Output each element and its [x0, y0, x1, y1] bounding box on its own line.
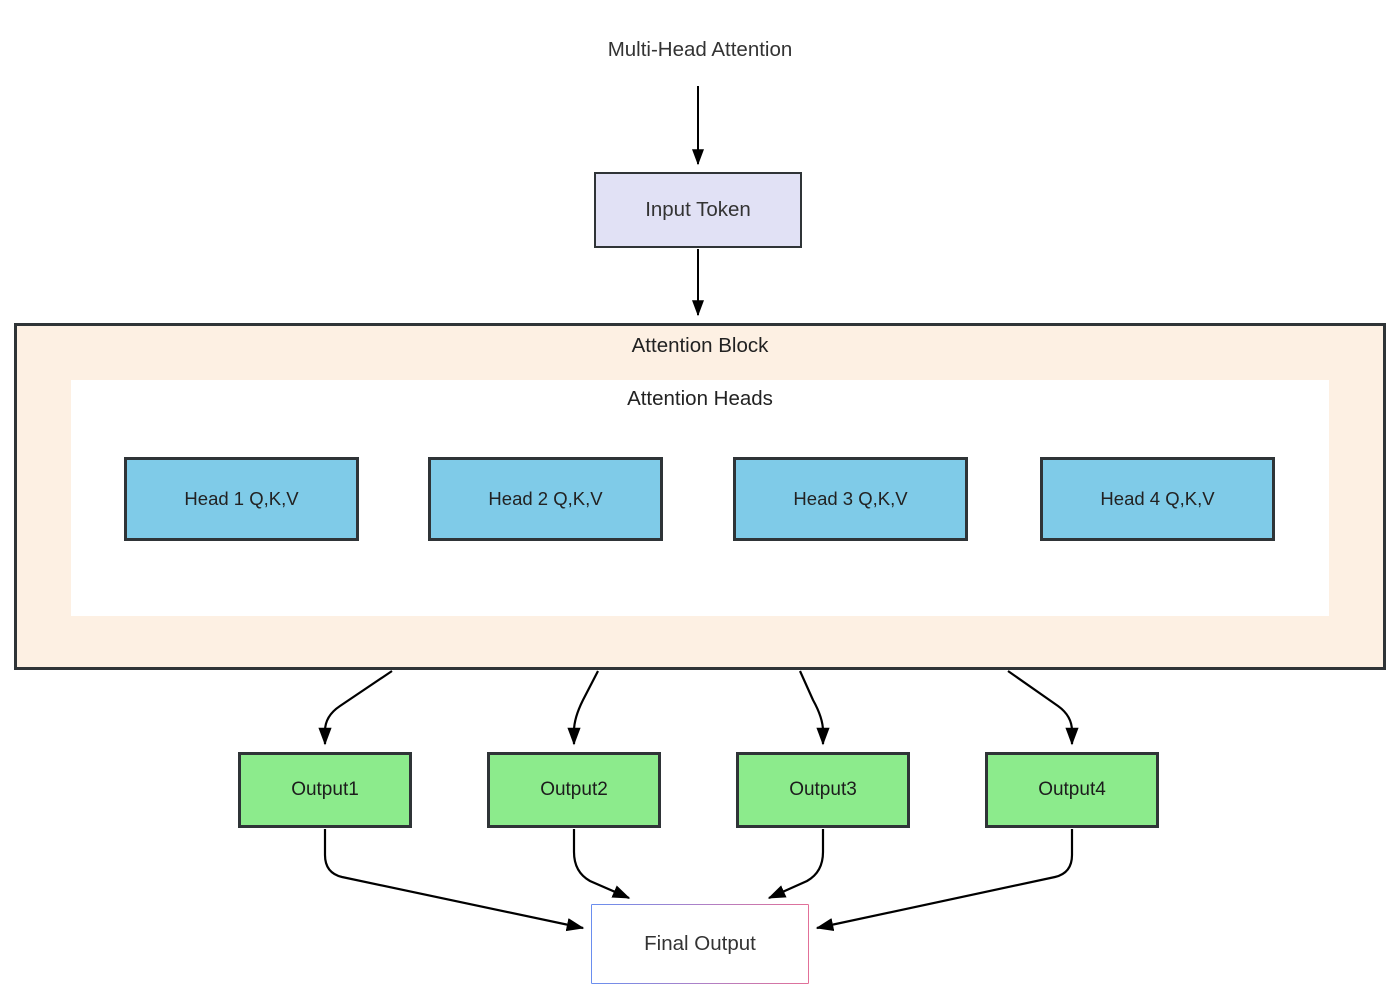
attention-head-1[interactable]: Head 1 Q,K,V — [124, 457, 359, 541]
final-output-node[interactable]: Final Output — [592, 905, 808, 983]
attention-heads-label: Attention Heads — [627, 387, 773, 410]
attention-head-2[interactable]: Head 2 Q,K,V — [428, 457, 663, 541]
output-node-3[interactable]: Output3 — [736, 752, 910, 828]
edge-attention-block-to-output4 — [1007, 670, 1079, 746]
final-output-label: Final Output — [644, 931, 756, 955]
edge-output2-to-final-output — [572, 829, 631, 900]
attention-head-2-label: Head 2 Q,K,V — [488, 487, 603, 509]
edge-output1-to-final-output — [323, 829, 585, 932]
attention-head-4-label: Head 4 Q,K,V — [1100, 487, 1215, 509]
edge-output4-to-final-output — [815, 829, 1074, 932]
attention-head-1-label: Head 1 Q,K,V — [184, 487, 299, 509]
edge-attention-block-to-output3 — [798, 670, 830, 746]
output-node-1[interactable]: Output1 — [238, 752, 412, 828]
input-token-node[interactable]: Input Token — [594, 172, 802, 248]
attention-head-3-label: Head 3 Q,K,V — [793, 487, 908, 509]
output-node-2[interactable]: Output2 — [487, 752, 661, 828]
attention-head-4[interactable]: Head 4 Q,K,V — [1040, 457, 1275, 541]
output-node-4-label: Output4 — [1038, 778, 1106, 800]
output-node-1-label: Output1 — [291, 778, 359, 800]
diagram-title: Multi-Head Attention — [607, 37, 793, 61]
edge-output3-to-final-output — [767, 829, 825, 900]
output-node-4[interactable]: Output4 — [985, 752, 1159, 828]
input-token-label: Input Token — [645, 197, 751, 221]
edge-attention-block-to-output1 — [318, 670, 393, 746]
output-node-3-label: Output3 — [789, 778, 857, 800]
attention-head-3[interactable]: Head 3 Q,K,V — [733, 457, 968, 541]
attention-block-label: Attention Block — [631, 334, 769, 357]
output-node-2-label: Output2 — [540, 778, 608, 800]
edge-attention-block-to-output2 — [567, 670, 599, 746]
